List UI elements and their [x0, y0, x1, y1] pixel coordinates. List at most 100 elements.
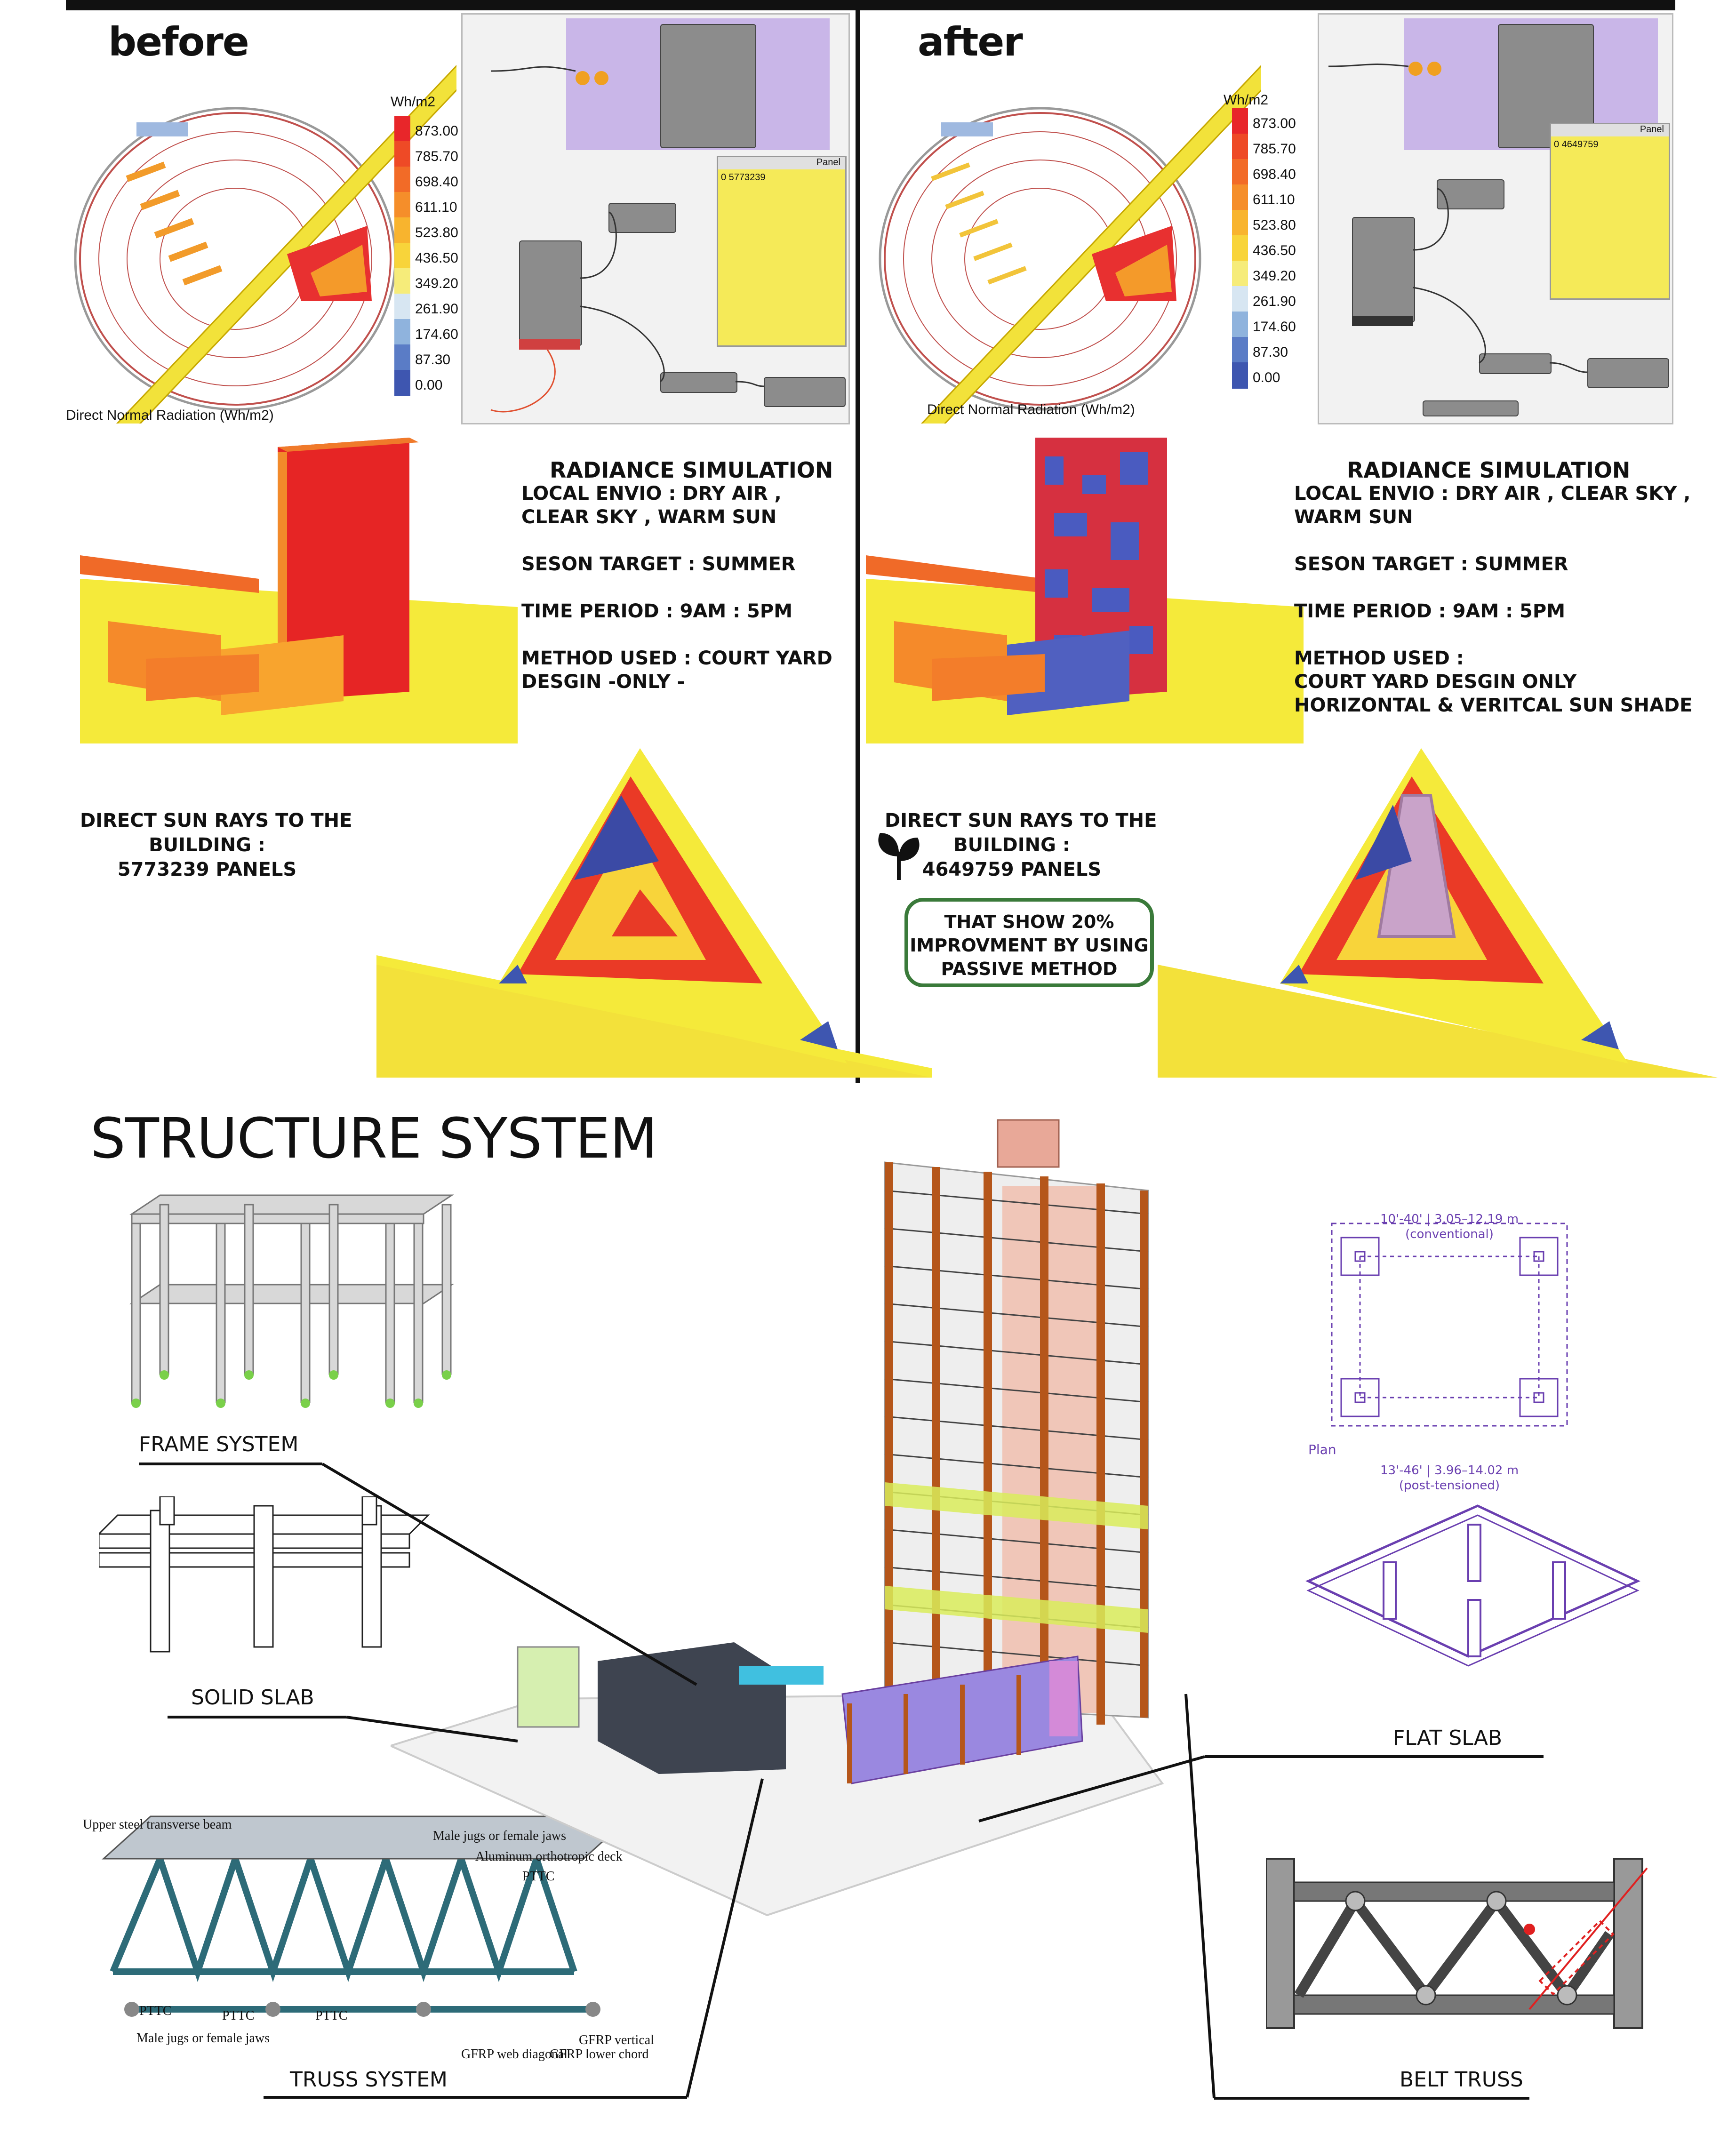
- before-roof-render: [376, 748, 932, 1078]
- ladybug-component[interactable]: [1352, 217, 1415, 322]
- legend-value: 349.20: [415, 276, 458, 291]
- after-radiation-caption: Direct Normal Radiation (Wh/m2): [927, 402, 1135, 417]
- legend-value: 873.00: [1253, 116, 1296, 131]
- solid-slab-label: SOLID SLAB: [191, 1686, 314, 1710]
- after-radiance-render: [866, 438, 1304, 743]
- after-sim-title: RADIANCE SIMULATION: [1347, 457, 1631, 483]
- vector-node[interactable]: [660, 372, 737, 393]
- move-node[interactable]: [764, 377, 846, 407]
- before-sim-title: RADIANCE SIMULATION: [550, 457, 833, 483]
- solid-slab-drawing: [99, 1496, 430, 1653]
- legend-value: 785.70: [1253, 141, 1296, 157]
- legend-value: 698.40: [1253, 167, 1296, 182]
- before-grasshopper-canvas[interactable]: Panel 0 5773239: [461, 13, 850, 424]
- after-grasshopper-canvas[interactable]: Panel 0 4649759: [1318, 13, 1673, 424]
- panel-value: 0 5773239: [721, 172, 766, 183]
- after-sim-details: LOCAL ENVIO : DRY AIR , CLEAR SKY , WARM…: [1294, 483, 1693, 716]
- panel-value: 0 4649759: [1554, 139, 1599, 150]
- before-sim-details: LOCAL ENVIO : DRY AIR , CLEAR SKY , WARM…: [521, 483, 832, 693]
- after-sun-rays-text: DIRECT SUN RAYS TO THE BUILDING : 464975…: [885, 810, 1157, 880]
- slider-knob[interactable]: [576, 71, 590, 85]
- legend-value: 0.00: [415, 377, 443, 393]
- truss-label-gfrp-vertical: GFRP vertical: [579, 2033, 654, 2047]
- plan-label: Plan: [1308, 1442, 1336, 1457]
- truss-label-male-jugs-top: Male jugs or female jaws: [433, 1829, 567, 1843]
- legend-value: 873.00: [415, 123, 458, 139]
- legend-value: 0.00: [1253, 370, 1280, 385]
- after-roof-render: [1158, 748, 1718, 1078]
- before-legend-values: 873.00 785.70 698.40 611.10 523.80 436.5…: [415, 123, 472, 403]
- truss-label-pttc: PTTC: [139, 2004, 172, 2018]
- flat-slab-label: FLAT SLAB: [1393, 1726, 1503, 1750]
- truss-label-aluminum-deck: Aluminum orthotropic deck: [475, 1849, 623, 1864]
- after-header: after: [918, 19, 1023, 65]
- legend-value: 785.70: [415, 149, 458, 164]
- flat-label-underline: [1205, 1755, 1544, 1758]
- legend-value: 87.30: [415, 352, 451, 368]
- truss-label-gfrp-lower: GFRP lower chord: [550, 2047, 649, 2062]
- slider-knob[interactable]: [1408, 62, 1423, 76]
- truss-label-pttc: PTTC: [522, 1869, 555, 1884]
- after-panel[interactable]: Panel 0 4649759: [1550, 123, 1670, 300]
- truss-label-upper-beam: Upper steel transverse beam: [83, 1817, 232, 1832]
- before-sun-rays-text: DIRECT SUN RAYS TO THE BUILDING : 577323…: [80, 810, 352, 880]
- legend-value: 698.40: [415, 174, 458, 190]
- after-legend-values: 873.00 785.70 698.40 611.10 523.80 436.5…: [1253, 116, 1309, 395]
- component-node[interactable]: [660, 24, 756, 148]
- legend-value: 174.60: [1253, 319, 1296, 335]
- leaf-icon: [878, 833, 920, 880]
- slider-knob[interactable]: [594, 71, 608, 85]
- belt-truss-drawing: [1266, 1858, 1648, 2029]
- solid-label-underline: [168, 1716, 346, 1718]
- flat-slab-drawing: [1305, 1504, 1641, 1667]
- frame-system-drawing: [129, 1194, 454, 1408]
- truss-label-underline: [264, 2096, 687, 2099]
- legend-value: 611.10: [1253, 192, 1295, 208]
- improvement-badge: THAT SHOW 20% IMPROVMENT BY USING PASSIV…: [904, 898, 1154, 987]
- truss-label-male-jugs-bottom: Male jugs or female jaws: [136, 2031, 270, 2046]
- before-panel[interactable]: Panel 0 5773239: [717, 156, 847, 347]
- legend-value: 611.10: [415, 200, 457, 215]
- result-node[interactable]: [608, 203, 676, 233]
- ladybug-component[interactable]: [519, 240, 582, 346]
- legend-value: 523.80: [1253, 217, 1296, 233]
- belt-label-underline: [1214, 2097, 1529, 2100]
- belt-truss-label: BELT TRUSS: [1400, 2068, 1523, 2092]
- legend-value: 87.30: [1253, 344, 1288, 360]
- number-slider[interactable]: [1423, 400, 1519, 416]
- before-sunpath-diagram: [74, 65, 456, 424]
- frame-system-label: FRAME SYSTEM: [139, 1432, 299, 1456]
- wires: [1328, 64, 1588, 373]
- move-node[interactable]: [1587, 358, 1669, 388]
- top-border: [66, 0, 1675, 10]
- truss-system-drawing: [102, 1815, 632, 2017]
- legend-value: 174.60: [415, 327, 458, 342]
- before-legend-bar: [394, 116, 410, 396]
- vector-node[interactable]: [1479, 353, 1552, 374]
- building-model: [391, 1119, 1164, 1917]
- plan-top-note: (conventional): [1405, 1227, 1494, 1241]
- component-error-bar: [519, 339, 580, 350]
- legend-value: 261.90: [1253, 294, 1296, 309]
- before-header: before: [108, 19, 249, 65]
- component-status-bar: [1352, 316, 1413, 326]
- plan-bottom-note: (post-tensioned): [1399, 1479, 1500, 1493]
- legend-value: 436.50: [415, 250, 458, 266]
- slider-knob[interactable]: [1427, 62, 1441, 76]
- before-radiation-caption: Direct Normal Radiation (Wh/m2): [66, 408, 274, 423]
- legend-value: 523.80: [415, 225, 458, 240]
- before-legend-title: Wh/m2: [391, 94, 436, 110]
- frame-label-underline: [139, 1463, 322, 1465]
- after-legend-bar: [1232, 108, 1248, 389]
- truss-label-pttc: PTTC: [222, 2008, 255, 2023]
- panel-title: Panel: [1551, 124, 1669, 136]
- center-divider: [856, 10, 860, 1083]
- legend-value: 349.20: [1253, 268, 1296, 284]
- structure-title: STRUCTURE SYSTEM: [90, 1106, 658, 1171]
- plan-top-dimension: 10'-40' | 3.05–12.19 m: [1380, 1212, 1519, 1226]
- legend-value: 436.50: [1253, 243, 1296, 258]
- truss-label-pttc: PTTC: [315, 2008, 348, 2023]
- after-sunpath-diagram: [879, 65, 1261, 424]
- truss-system-label: TRUSS SYSTEM: [290, 2068, 448, 2092]
- before-radiance-render: [80, 438, 518, 743]
